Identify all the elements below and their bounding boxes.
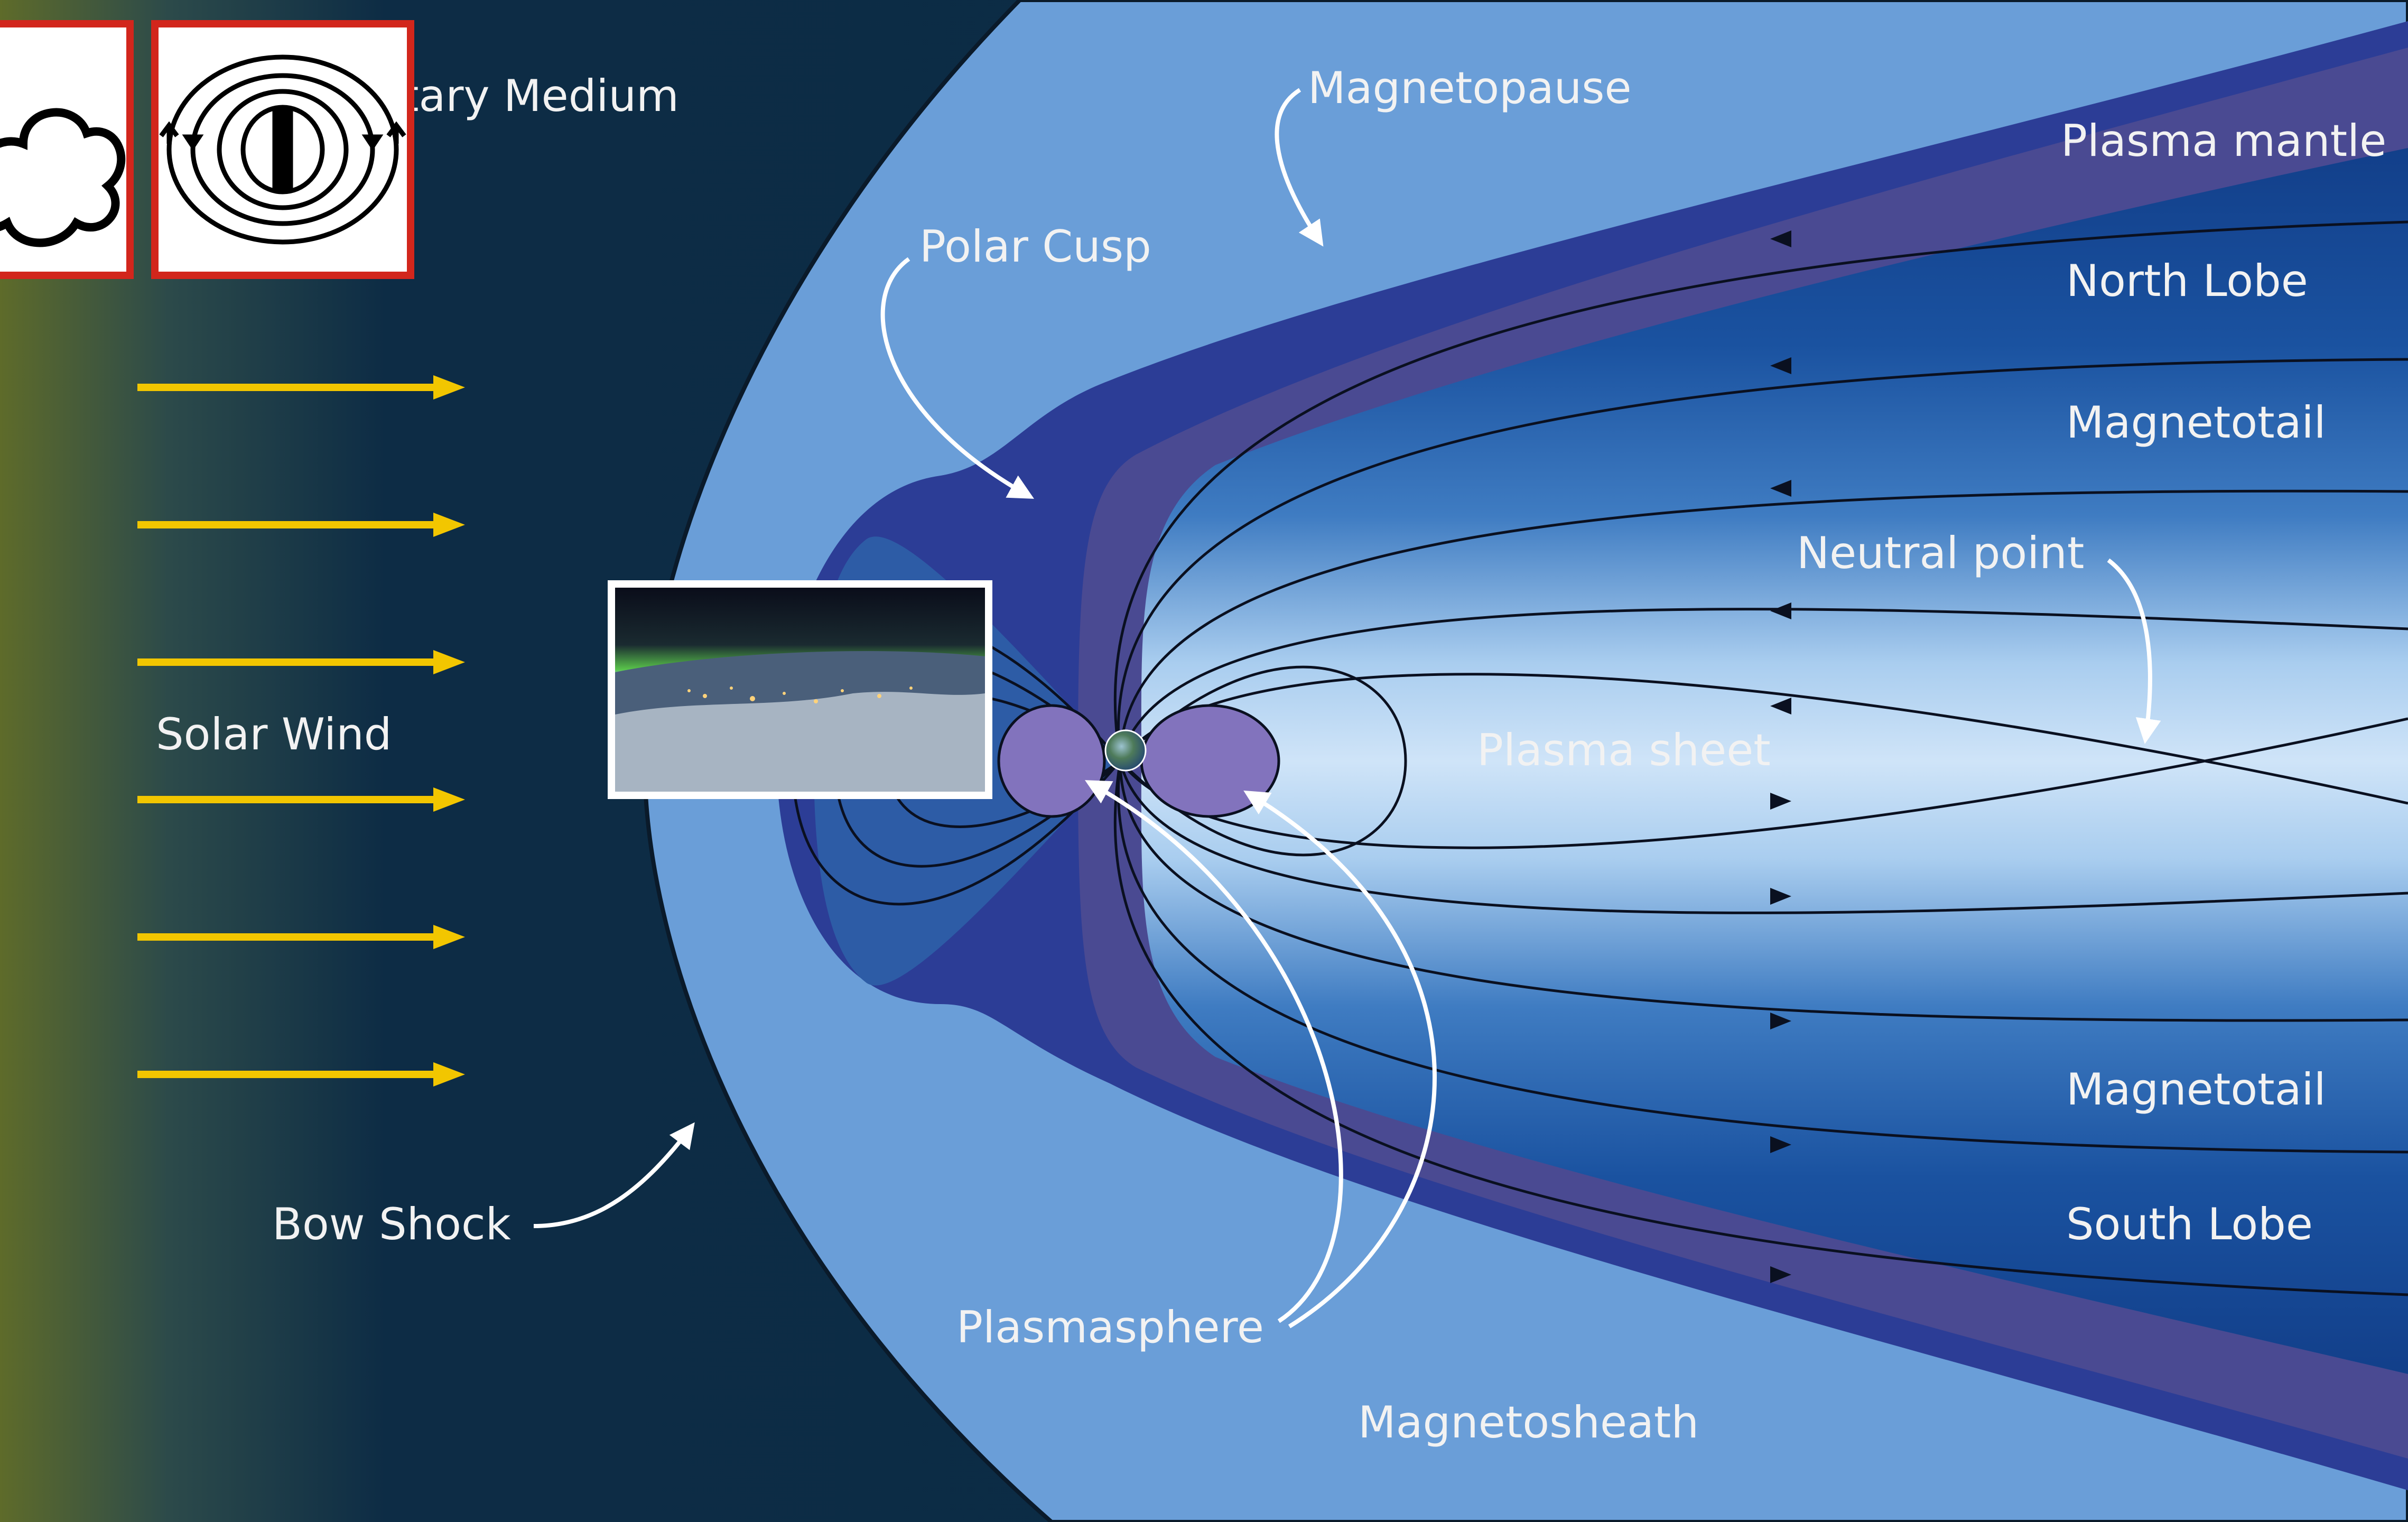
magnetotail-lobes	[1141, 148, 2408, 1374]
label-magnetotail-lower: Magnetotail	[2066, 1064, 2326, 1115]
label-plasma-mantle: Plasma mantle	[2061, 115, 2386, 166]
label-plasma-sheet: Plasma sheet	[1477, 725, 1771, 776]
label-magnetotail-upper: Magnetotail	[2066, 397, 2326, 448]
label-pointers	[533, 88, 2161, 1329]
earth-icon	[1104, 729, 1147, 772]
plasmasphere-pointer-a	[1084, 780, 1343, 1323]
earth-aurora-photo-image	[615, 588, 985, 792]
earth-aurora-photo[interactable]	[608, 580, 992, 799]
cloud-icon	[0, 108, 126, 247]
label-solar-wind: Solar Wind	[156, 709, 392, 760]
plasmasphere-pointer-b	[1243, 790, 1437, 1329]
label-magnetopause: Magnetopause	[1308, 62, 1632, 114]
field-direction-arrows	[1770, 230, 1791, 1283]
polar-cusp-pointer	[880, 257, 1035, 499]
label-bow-shock: Bow Shock	[272, 1199, 511, 1250]
neutral-point-pointer	[2107, 558, 2161, 744]
bar-magnet-field-icon	[159, 54, 406, 245]
solar-wind-arrows	[137, 375, 465, 1087]
magnet-field-thumbnail-button[interactable]	[151, 20, 414, 279]
label-south-lobe: South Lobe	[2066, 1199, 2313, 1250]
bow-shock-pointer	[533, 1122, 695, 1228]
label-interplanetary-medium: tary Medium	[402, 70, 679, 122]
label-north-lobe: North Lobe	[2066, 255, 2308, 307]
label-magnetosheath: Magnetosheath	[1358, 1397, 1699, 1448]
label-neutral-point: Neutral point	[1797, 527, 2084, 579]
label-polar-cusp: Polar Cusp	[919, 221, 1151, 272]
cloud-thumbnail-button[interactable]	[0, 20, 134, 279]
plasmasphere	[997, 704, 1280, 818]
magnetopause-pointer	[1275, 88, 1324, 247]
label-plasmasphere: Plasmasphere	[956, 1302, 1264, 1353]
